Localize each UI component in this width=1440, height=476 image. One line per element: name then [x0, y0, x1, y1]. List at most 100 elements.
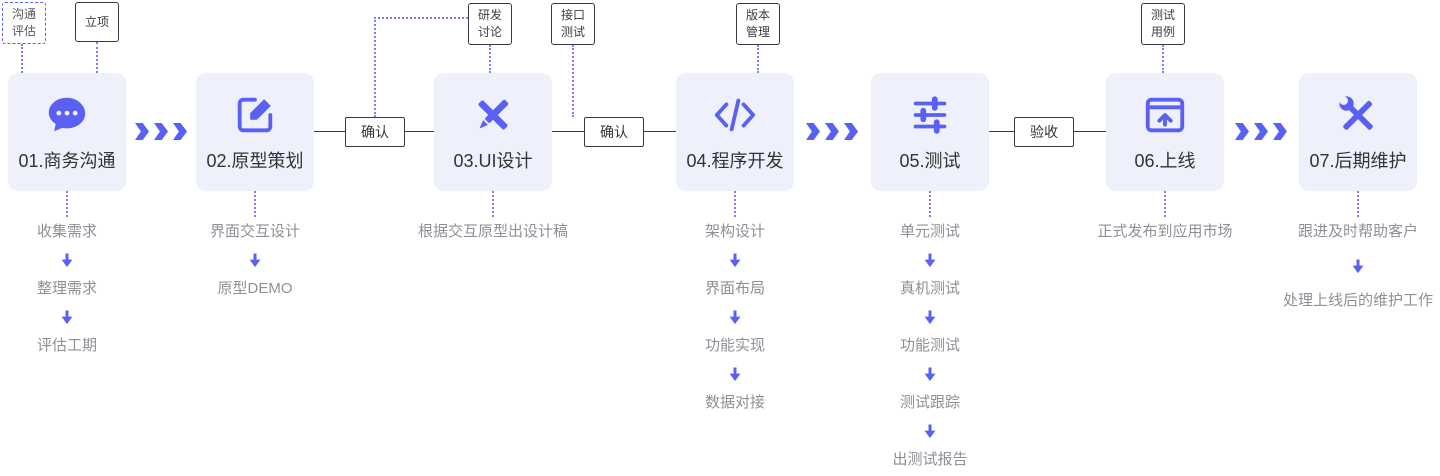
- flow-chevron-icon: [1273, 123, 1287, 140]
- substep: 正式发布到应用市场: [1097, 223, 1233, 240]
- substep: 评估工期: [36, 337, 97, 354]
- substep: 界面布局: [704, 280, 765, 297]
- substep: 跟进及时帮助客户: [1297, 223, 1418, 240]
- substep: 测试跟踪: [899, 394, 960, 411]
- top-label-line: 评估: [11, 24, 36, 38]
- dotted-connector: [929, 191, 931, 217]
- down-arrow-icon: [923, 367, 937, 382]
- stage-title: 04.程序开发: [686, 150, 784, 171]
- stage-card-maintenance: 07.后期维护: [1299, 73, 1417, 191]
- flow-chevron-icon: [806, 123, 820, 140]
- dotted-connector: [254, 191, 256, 217]
- flow-chevron-icon: [135, 123, 149, 140]
- stage-title: 02.原型策划: [206, 150, 304, 171]
- substeps-prototype-planning: 界面交互设计 原型DEMO: [145, 221, 365, 300]
- down-arrow-icon: [60, 310, 74, 325]
- top-label-project-approval: 立项: [75, 2, 119, 42]
- stage-card-ui-design: 03.UI设计: [434, 73, 552, 191]
- substep: 功能测试: [899, 337, 960, 354]
- dotted-connector: [492, 191, 494, 217]
- launch-icon: [1142, 92, 1188, 138]
- top-label-line: 用例: [1150, 25, 1175, 39]
- dotted-connector-elbow-horizontal: [374, 17, 468, 19]
- dotted-connector: [1164, 191, 1166, 217]
- substeps-business-communication: 收集需求 整理需求 评估工期: [0, 221, 177, 357]
- chat-icon: [44, 92, 90, 138]
- solid-connector: [314, 131, 345, 132]
- substep: 原型DEMO: [217, 280, 293, 297]
- dotted-connector: [96, 42, 98, 73]
- tools-icon: [1335, 92, 1381, 138]
- down-arrow-icon: [923, 253, 937, 268]
- dotted-connector: [1357, 191, 1359, 217]
- solid-connector: [1074, 131, 1106, 132]
- top-label-line: 测试: [1150, 8, 1175, 22]
- dotted-connector: [734, 191, 736, 217]
- stage-title: 07.后期维护: [1309, 150, 1407, 171]
- stage-title: 05.测试: [899, 150, 961, 171]
- flow-chevron-icon: [1254, 123, 1268, 140]
- stage-card-testing: 05.测试: [871, 73, 989, 191]
- code-icon: [712, 92, 758, 138]
- down-arrow-icon: [923, 310, 937, 325]
- flow-chevrons: [135, 123, 187, 140]
- flow-chevron-icon: [825, 123, 839, 140]
- dotted-connector-elbow-vertical: [374, 17, 376, 117]
- top-label-line: 版本: [745, 8, 770, 22]
- flow-chevrons: [1235, 123, 1287, 140]
- substep: 出测试报告: [892, 451, 968, 468]
- top-label-line: 沟通: [11, 7, 36, 21]
- confirm-badge: 确认: [345, 117, 405, 147]
- substeps-testing: 单元测试 真机测试 功能测试 测试跟踪 出测试报告: [820, 221, 1040, 471]
- sliders-icon: [907, 92, 953, 138]
- down-arrow-icon: [728, 367, 742, 382]
- top-label-line: 接口: [560, 8, 585, 22]
- substep: 根据交互原型出设计稿: [417, 223, 568, 240]
- solid-connector: [405, 131, 434, 132]
- top-label-rd-discussion: 研发 讨论: [468, 3, 512, 45]
- confirm-badge: 确认: [584, 117, 644, 147]
- down-arrow-icon: [60, 253, 74, 268]
- substep: 界面交互设计: [209, 223, 300, 240]
- top-label-line: 讨论: [477, 25, 502, 39]
- top-label-line: 管理: [745, 25, 770, 39]
- dotted-connector: [572, 45, 574, 117]
- top-label-interface-test: 接口 测试: [551, 3, 595, 45]
- substep: 整理需求: [36, 280, 97, 297]
- design-icon: [470, 92, 516, 138]
- substep: 数据对接: [704, 394, 765, 411]
- down-arrow-icon: [728, 310, 742, 325]
- stage-card-development: 04.程序开发: [676, 73, 794, 191]
- flow-chevron-icon: [173, 123, 187, 140]
- substep: 处理上线后的维护工作: [1282, 292, 1433, 309]
- top-label-line: 研发: [477, 8, 502, 22]
- stage-card-business-communication: 01.商务沟通: [8, 73, 126, 191]
- dotted-connector: [1162, 45, 1164, 73]
- substeps-ui-design: 根据交互原型出设计稿: [383, 221, 603, 243]
- down-arrow-icon: [923, 424, 937, 439]
- stage-title: 01.商务沟通: [18, 150, 116, 171]
- down-arrow-icon: [1351, 259, 1365, 274]
- solid-connector: [989, 131, 1014, 132]
- top-label-communication-assessment: 沟通 评估: [2, 2, 46, 44]
- top-label-line: 测试: [560, 25, 585, 39]
- down-arrow-icon: [248, 253, 262, 268]
- dotted-connector: [21, 44, 23, 73]
- top-label-version-management: 版本 管理: [736, 3, 780, 45]
- flow-chevron-icon: [154, 123, 168, 140]
- acceptance-badge: 验收: [1014, 117, 1074, 147]
- substep: 真机测试: [899, 280, 960, 297]
- solid-connector: [552, 131, 584, 132]
- stage-card-prototype-planning: 02.原型策划: [196, 73, 314, 191]
- top-label-test-cases: 测试 用例: [1141, 3, 1185, 45]
- stage-card-launch: 06.上线: [1106, 73, 1224, 191]
- confirm-label: 确认: [600, 124, 628, 140]
- substeps-launch: 正式发布到应用市场: [1055, 221, 1275, 243]
- flow-chevrons: [806, 123, 858, 140]
- substep: 单元测试: [899, 223, 960, 240]
- acceptance-label: 验收: [1030, 124, 1058, 140]
- substeps-maintenance: 跟进及时帮助客户 处理上线后的维护工作: [1248, 221, 1440, 312]
- flow-chevron-icon: [1235, 123, 1249, 140]
- top-label-line: 立项: [84, 14, 109, 29]
